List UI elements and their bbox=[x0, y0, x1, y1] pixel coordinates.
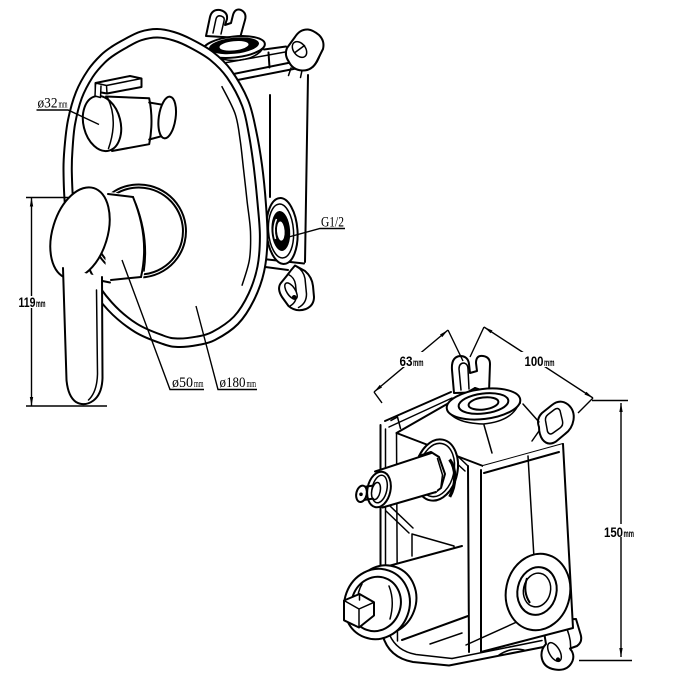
svg-text:mm: mm bbox=[544, 358, 555, 369]
svg-text:ø180: ø180 bbox=[220, 375, 246, 391]
svg-text:ø32: ø32 bbox=[38, 96, 58, 112]
svg-text:mm: mm bbox=[59, 100, 68, 111]
svg-text:mm: mm bbox=[194, 379, 204, 390]
svg-text:63: 63 bbox=[400, 353, 413, 369]
svg-text:mm: mm bbox=[247, 379, 257, 390]
svg-text:119: 119 bbox=[19, 294, 36, 310]
svg-text:mm: mm bbox=[413, 358, 424, 369]
svg-text:100: 100 bbox=[525, 353, 544, 369]
svg-text:G1/2: G1/2 bbox=[321, 215, 344, 231]
svg-text:mm: mm bbox=[624, 529, 635, 540]
svg-text:ø50: ø50 bbox=[172, 375, 193, 391]
svg-text:150: 150 bbox=[604, 524, 623, 540]
svg-text:mm: mm bbox=[36, 299, 46, 310]
